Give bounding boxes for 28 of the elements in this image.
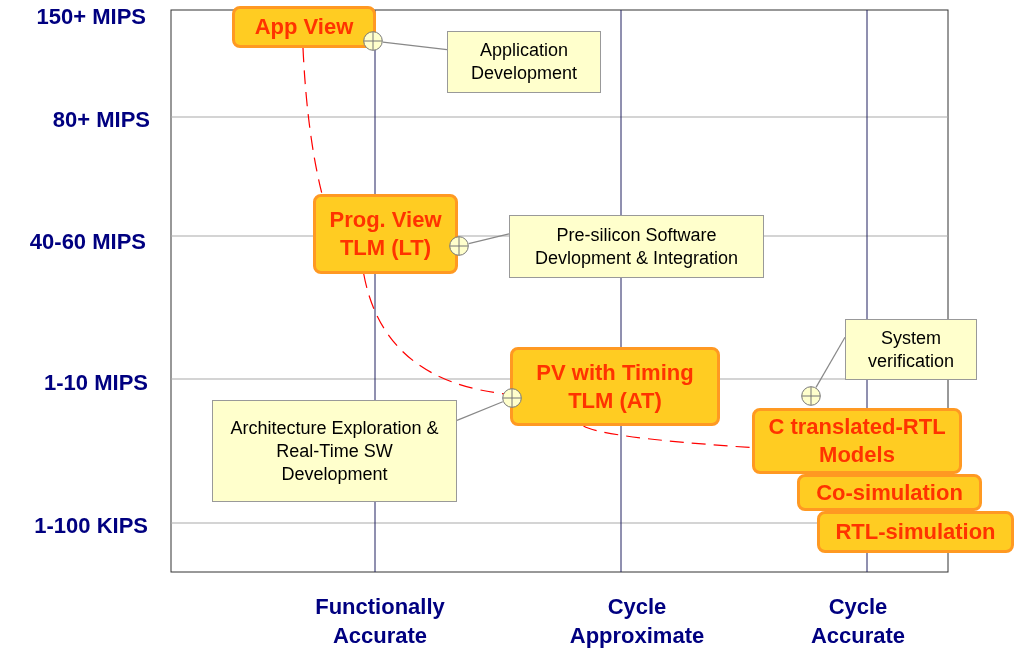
model-box: Prog. View TLM (LT) [313, 194, 458, 274]
category-label: Cycle Approximate [568, 593, 706, 650]
leader-line [468, 233, 510, 245]
crosshair-marker [801, 386, 821, 406]
category-label: Cycle Accurate [809, 593, 907, 650]
axis-label: 150+ MIPS [35, 3, 146, 31]
category-label: Functionally Accurate [314, 593, 446, 650]
model-box: Co-simulation [797, 474, 982, 511]
crosshair-marker [363, 31, 383, 51]
model-box: RTL-simulation [817, 511, 1014, 553]
note-box: Application Development [447, 31, 601, 93]
note-box: Pre-silicon Software Devlopment & Integration [509, 215, 764, 278]
dashed-curve [582, 425, 753, 449]
axis-label: 80+ MIPS [51, 106, 150, 134]
crosshair-marker [502, 388, 522, 408]
axis-label: 1-100 KIPS [33, 512, 148, 540]
axis-label: 40-60 MIPS [28, 228, 146, 256]
note-box: System verification [845, 319, 977, 380]
leader-line [815, 336, 846, 388]
dashed-curve [302, 47, 323, 195]
model-box: C translated-RTL Models [752, 408, 962, 474]
model-box: App View [232, 6, 376, 48]
model-box: PV with Timing TLM (AT) [510, 347, 720, 426]
crosshair-marker [449, 236, 469, 256]
leader-line [382, 41, 448, 51]
leader-line [456, 401, 504, 421]
axis-label: 1-10 MIPS [43, 369, 148, 397]
note-box: Architecture Exploration & Real-Time SW Development [212, 400, 457, 502]
